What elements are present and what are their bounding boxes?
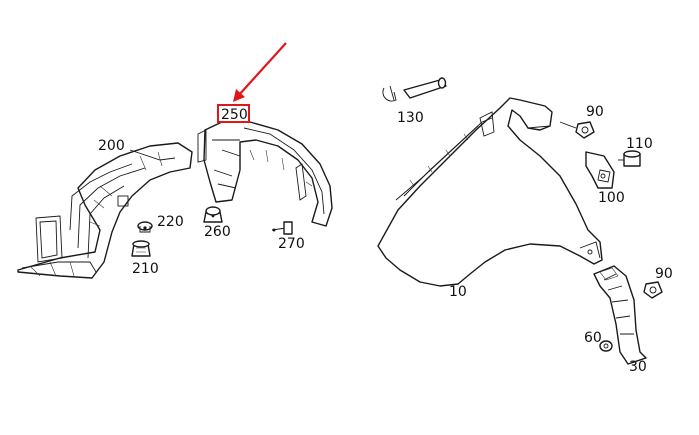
part-90-nut-top	[559, 121, 595, 139]
label-100: 100	[598, 190, 625, 206]
highlight-arrow	[237, 42, 287, 97]
part-250-rear-liner	[197, 121, 333, 227]
label-110: 110	[626, 136, 653, 152]
fastener-270	[271, 221, 293, 235]
label-200: 200	[98, 138, 125, 154]
fastener-210	[131, 240, 151, 257]
highlight-arrow-head	[233, 89, 245, 102]
part-200-front-liner	[17, 142, 193, 279]
part-110-bolt	[618, 150, 641, 167]
part-130-pin	[382, 77, 447, 102]
label-60: 60	[584, 330, 602, 346]
label-90-bottom: 90	[655, 266, 673, 282]
label-210: 210	[132, 261, 159, 277]
fastener-220	[137, 221, 153, 233]
part-10-fender	[377, 97, 603, 287]
part-60-clip	[599, 340, 613, 352]
part-30-strip	[593, 265, 647, 365]
highlight-box	[217, 104, 250, 123]
part-90-nut-bottom	[643, 281, 663, 299]
label-30: 30	[629, 359, 647, 375]
part-100-bracket	[585, 151, 615, 189]
fastener-260	[203, 206, 223, 223]
label-90-top: 90	[586, 104, 604, 120]
label-10: 10	[449, 284, 467, 300]
label-250: 250	[221, 107, 248, 123]
label-220: 220	[157, 214, 184, 230]
label-270: 270	[278, 236, 305, 252]
label-260: 260	[204, 224, 231, 240]
label-130: 130	[397, 110, 424, 126]
